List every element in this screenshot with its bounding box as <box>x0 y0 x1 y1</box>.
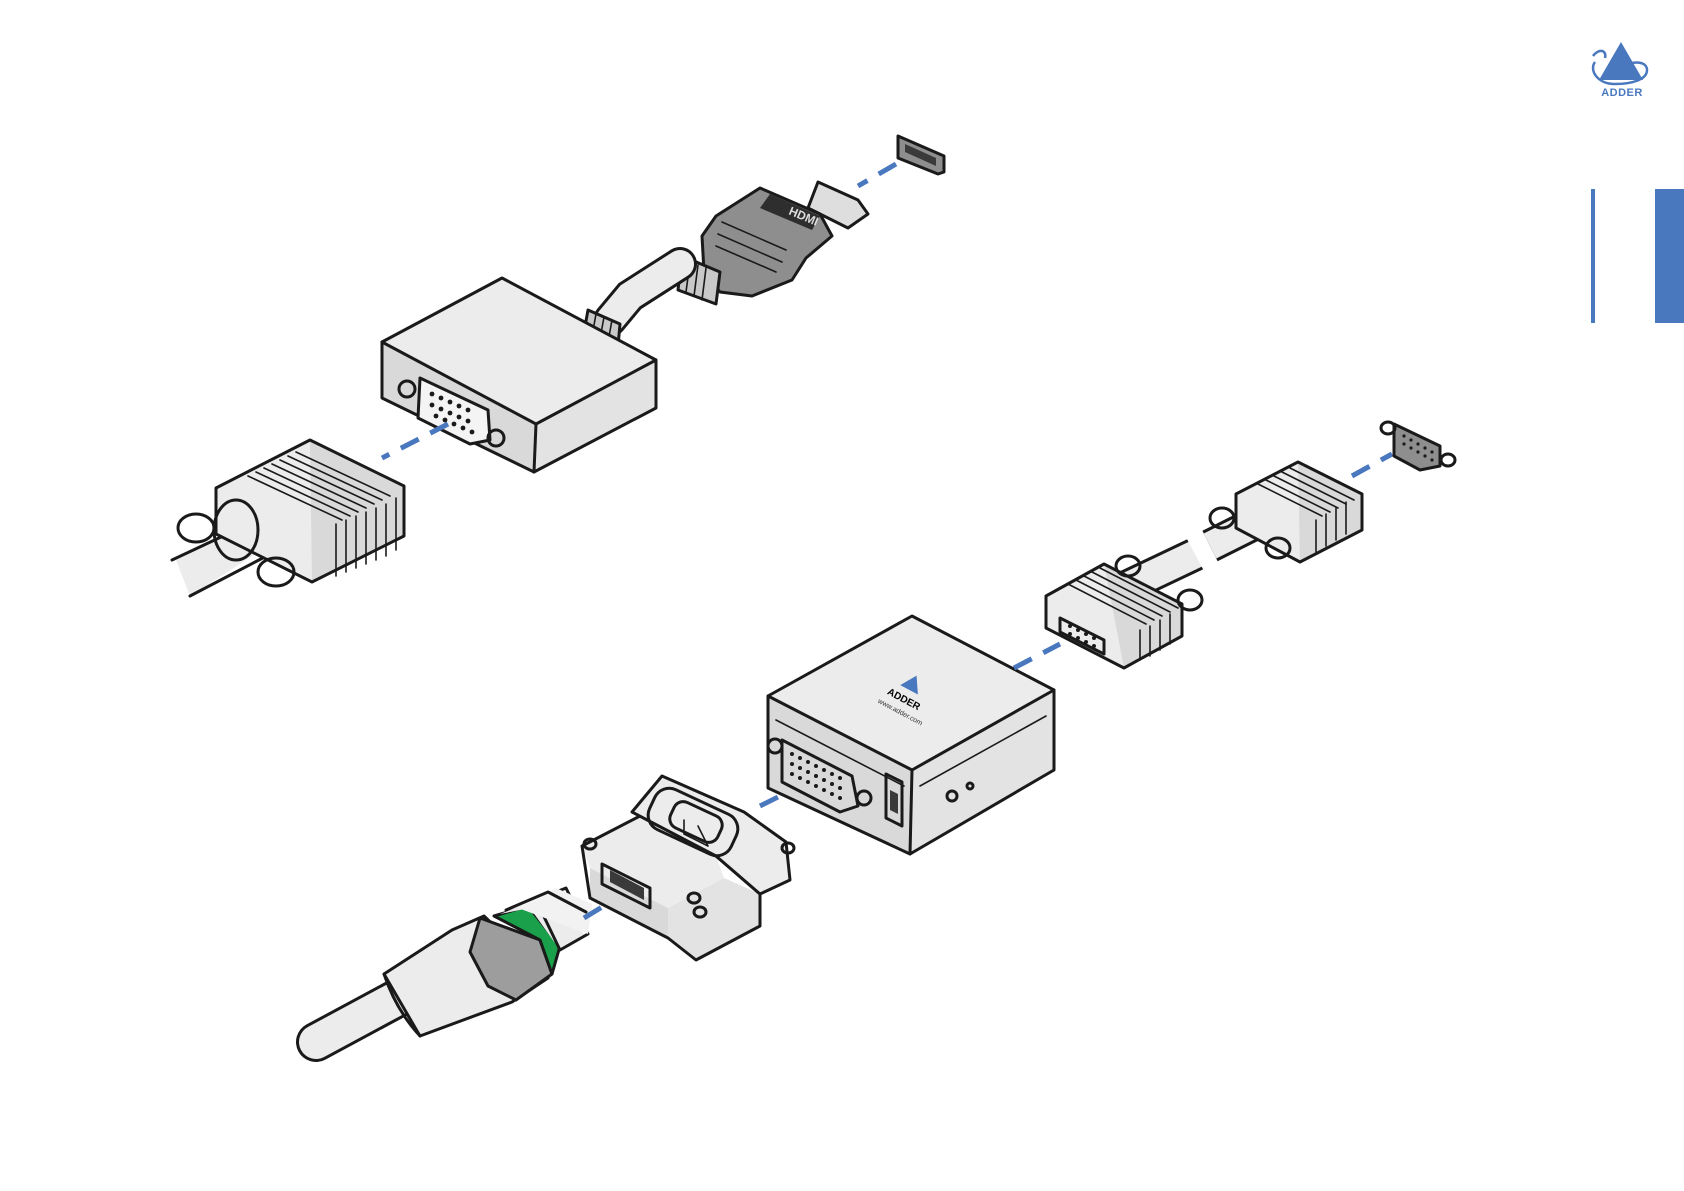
vga-plug-icon <box>172 440 404 596</box>
vga-socket-icon <box>1381 422 1455 470</box>
hdmi-socket-icon <box>898 136 944 174</box>
vga-plug-icon <box>1210 462 1362 562</box>
hdmi-cable-icon <box>316 888 592 1042</box>
adder-converter-box: ADDER www.adder.com <box>768 616 1054 854</box>
vga-plug-icon <box>1046 552 1202 668</box>
connection-dash <box>1014 644 1060 668</box>
connection-dash <box>1352 454 1392 476</box>
connection-dash <box>382 424 448 458</box>
hdmi-plug-icon: HDMI <box>678 182 868 304</box>
connection-dash <box>858 164 896 186</box>
